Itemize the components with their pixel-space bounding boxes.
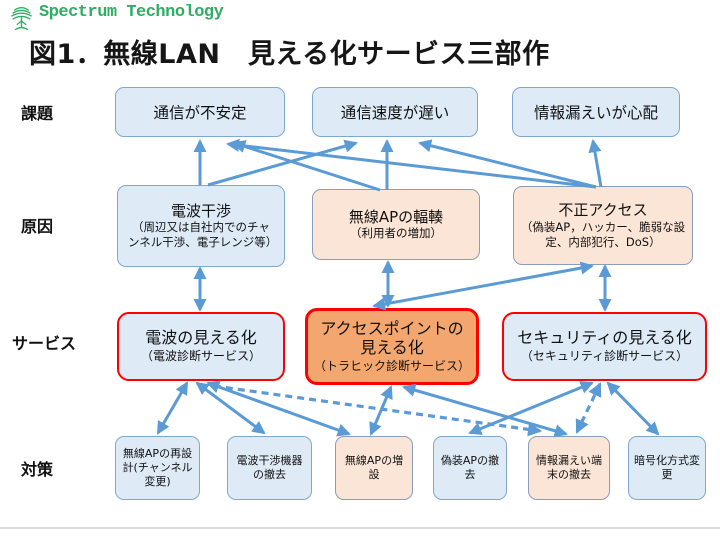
logo: Spectrum Technology Spectrum Technology [8, 3, 224, 33]
service-box-ap-visualization: アクセスポイントの見える化 （トラヒック診断サービス） [305, 308, 479, 385]
row-label-causes: 原因 [21, 217, 54, 236]
logo-reflection: Spectrum Technology [39, 22, 223, 31]
service-box-radio-visualization: 電波の見える化 （電波診断サービス） [117, 312, 285, 381]
arrow-s2-c3 [372, 261, 594, 311]
arrow-s3-m6 [606, 381, 660, 436]
issue-box-slow: 通信速度が遅い [312, 87, 478, 137]
tree-logo-icon [11, 7, 32, 31]
measure-box-remove-leaking-terminal: 情報漏えい端末の撤去 [528, 436, 610, 500]
arrow-c3-i3 [588, 139, 603, 188]
measure-box-ap-redesign: 無線APの再設計(チャンネル変更) [115, 436, 200, 500]
measure-box-remove-rogue-ap: 偽装APの撤去 [433, 436, 507, 500]
page-title: 図1．無線LAN 見える化サービス三部作 [29, 39, 550, 70]
cause-box-unauthorized-access: 不正アクセス （偽装AP，ハッカー、脆弱な設定、内部犯行、DoS） [513, 186, 693, 265]
measure-box-remove-interference-device: 電波干渉機器の撤去 [227, 436, 312, 500]
service-box-security-visualization: セキュリティの見える化 （セキュリティ診断サービス） [502, 312, 707, 381]
row-label-services: サービス [12, 334, 77, 353]
arrow-s1-m3 [206, 380, 351, 437]
row-label-measures: 対策 [21, 460, 54, 479]
cause-box-interference: 電波干渉 （周辺又は自社内でのチャンネル干渉、電子レンジ等） [117, 185, 285, 267]
logo-text: Spectrum Technology [39, 3, 224, 22]
arrow-s1-m2 [195, 381, 266, 435]
arrow-c3-i1 [226, 138, 597, 189]
arrow-s2-m3 [369, 385, 393, 436]
cause-box-ap-congestion: 無線APの輻輳 （利用者の増加） [312, 189, 480, 260]
arrow-s3-m4 [468, 381, 594, 435]
arrow-s1-m5-dashed [213, 384, 543, 437]
row-label-issues: 課題 [21, 104, 54, 123]
measure-box-add-ap: 無線APの増設 [335, 436, 413, 500]
arrow-s3-m5-dashed [575, 382, 602, 434]
arrow-s2-m5 [402, 383, 568, 438]
arrow-c3-i2 [418, 139, 597, 189]
issue-box-unstable: 通信が不安定 [115, 87, 285, 137]
bottom-rule [0, 527, 720, 529]
arrow-c2-i1 [232, 140, 381, 192]
measure-box-change-encryption: 暗号化方式変更 [628, 436, 706, 500]
issue-box-leak-worry: 情報漏えいが心配 [512, 87, 680, 137]
arrow-s1-m1 [156, 381, 189, 435]
arrow-c1-i2 [207, 139, 358, 187]
